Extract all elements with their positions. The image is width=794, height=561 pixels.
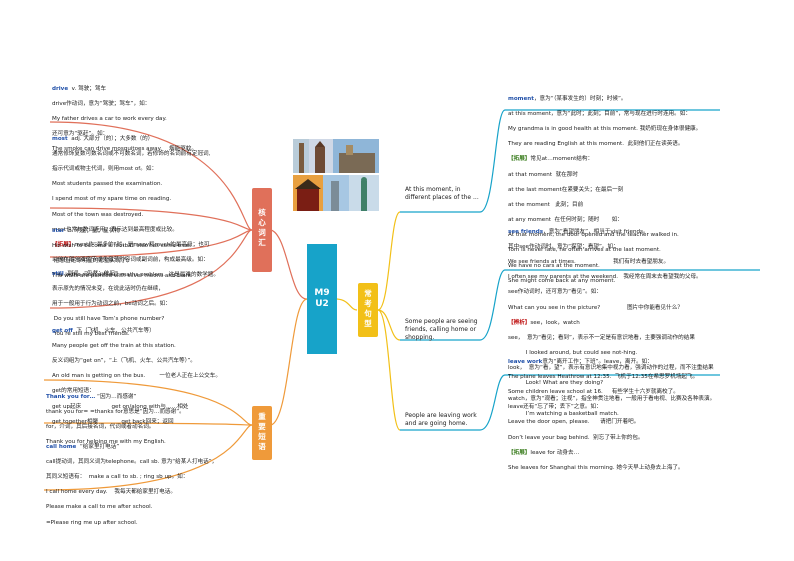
- note-keyword: get off: [52, 328, 73, 334]
- branch-char: 重: [252, 412, 272, 422]
- branch-char: 心: [252, 218, 272, 228]
- note-line: see作动词时，还可意为“看见”。如：: [508, 289, 715, 297]
- note-keyword-gloss: “因为…而感谢”: [95, 394, 136, 400]
- note-line: Most of the town was destroyed.: [52, 212, 219, 220]
- branch-char: 要: [252, 422, 272, 432]
- note-keyword: see friends: [508, 229, 543, 235]
- note-line: Some children leave school at 16. 有些学生十六…: [508, 389, 698, 397]
- note-line: 反义词组为“get on”，“上（飞机、火车、公共汽车等）”。: [52, 358, 221, 366]
- note-keyword-gloss: adj. 大部分（的）；大多数（的）: [68, 136, 154, 142]
- note-keyword-gloss: ，意为“（某事发生的）时刻；时候”。: [534, 96, 627, 102]
- note-line: Don’t leave your bag behind. 别忘了带上你的包。: [508, 435, 698, 443]
- note-line: What can you see in the picture? 图片中你能看见…: [508, 305, 715, 313]
- note-keyword: star: [52, 228, 65, 234]
- note-line: Please make a call to me after school.: [46, 504, 217, 512]
- note-line: The plane leaves Heathrow at 12:35. 飞机于1…: [508, 374, 698, 382]
- note-line: My father drives a car to work every day…: [52, 116, 197, 124]
- branch-char: 语: [252, 442, 272, 452]
- note-tag-text: leave for 动身去…: [530, 450, 579, 456]
- note-keyword-gloss: “给家里打电话”: [76, 444, 119, 450]
- branch-sentence-patterns[interactable]: 常 考 句 型: [358, 283, 378, 337]
- note-line: Most students passed the examination.: [52, 181, 219, 189]
- note-line: We see friends at times. 我们有时去看望朋友。: [508, 259, 715, 267]
- branch-key-phrases[interactable]: 重 要 短 语: [252, 406, 272, 460]
- note-line: 其同义短语有： make a call to sb. ; ring sb up。…: [46, 474, 217, 482]
- note-keyword-gloss: 副词，“仍然；依旧”: [64, 271, 118, 277]
- branch-char: 短: [252, 432, 272, 442]
- note-line: An old man is getting on the bus. 一位老人正在…: [52, 373, 221, 381]
- note-keyword-gloss: n. 明星；星；星状物: [65, 228, 120, 234]
- note-line: at that moment 就在那时: [508, 172, 701, 180]
- note-line: 其中see作动词时，意为“探望；看望”。如：: [508, 244, 715, 252]
- sentence-node-seeing-friends[interactable]: Some people are seeing friends, calling …: [405, 318, 487, 342]
- center-topic-node[interactable]: M9 U2: [307, 244, 337, 354]
- note-keyword-gloss: ，意为“看望朋友”，相当于visit friends。: [543, 229, 649, 235]
- note-line: I often see my parents at the weekend. 我…: [508, 274, 715, 282]
- note-keyword: call home: [46, 444, 76, 450]
- note-tag-text: see，look，watch: [530, 320, 579, 326]
- note-line: see， 意为“看见；看到”，表示不一定是有意识地看，主要强调动作的结果: [508, 335, 715, 343]
- branch-char: 型: [358, 319, 378, 329]
- note-line: His wish to become a football star has c…: [52, 243, 193, 251]
- note-call-home: call home “给家里打电话” call提动词，其同义词为telephon…: [46, 436, 217, 535]
- note-keyword: still: [52, 271, 64, 277]
- note-line: My grandma is in good health at this mom…: [508, 126, 701, 134]
- note-line: 表示原先的情况未变，在说此话时仍在继续，: [52, 286, 171, 294]
- note-tag: 【拓展】: [508, 450, 530, 456]
- branch-char: 句: [358, 309, 378, 319]
- branch-char: 核: [252, 208, 272, 218]
- note-keyword: drive: [52, 86, 68, 92]
- note-line: 通常修饰复数可数名词或不可数名词，若修饰的名词前有定冠词,: [52, 151, 219, 159]
- note-line: leave还有“忘了带；丢下”之意。如：: [508, 404, 698, 412]
- note-tag: 【拓展】: [508, 156, 530, 162]
- note-line: I call home every day. 我每天都给家里打电话。: [46, 489, 217, 497]
- sentence-node-leaving-work[interactable]: People are leaving work and are going ho…: [405, 412, 483, 428]
- sentence-node-at-this-moment[interactable]: At this moment, in different places of t…: [405, 186, 483, 202]
- note-line: She leaves for Shanghai this morning. 她今…: [508, 465, 698, 473]
- note-keyword: most: [52, 136, 68, 142]
- note-line: at the last moment在紧要关头；在最后一刻: [508, 187, 701, 195]
- note-tag: 【辨析】: [508, 320, 530, 326]
- note-line: thank you for= =thanks for意思是“因为…而感谢”。: [46, 409, 185, 417]
- note-line: 指示代词或物主代词，则用most of。如：: [52, 166, 219, 174]
- branch-char: 词: [252, 228, 272, 238]
- branch-core-vocabulary[interactable]: 核 心 词 汇: [252, 188, 272, 272]
- note-keyword: Thank you for…: [46, 394, 95, 400]
- note-line: drive作动词，意为“驾驶；驾车”，如：: [52, 101, 197, 109]
- note-line: for，介词，其后接名词，代词或者动名词。: [46, 424, 185, 432]
- note-line: Leave the door open, please. 请把门开着吧。: [508, 419, 698, 427]
- note-line: They are reading English at this moment.…: [508, 141, 701, 149]
- note-line: call提动词，其同义词为telephone。call sb. 意为“给某人打电…: [46, 459, 217, 467]
- note-line: =Please ring me up after school.: [46, 520, 217, 528]
- center-topic-line1: M9: [307, 288, 337, 299]
- note-line: at the moment 此刻；目前: [508, 202, 701, 210]
- note-line: I spend most of my spare time on reading…: [52, 196, 219, 204]
- note-keyword-gloss: 下（飞机、火车、公共汽车等）: [73, 328, 155, 334]
- note-keyword-gloss: 意为“离开工作；下班”。leave，离开。如：: [542, 359, 652, 365]
- note-line: 用于一般用于行为动词之前，be动词之后。如：: [52, 301, 171, 309]
- branch-char: 常: [358, 289, 378, 299]
- note-line: at this moment，意为“此时；此刻；目前”，常与现在进行时连用。如：: [508, 111, 701, 119]
- note-tag-text: 常见at…moment结构：: [530, 156, 593, 162]
- note-line: Many people get off the train at this st…: [52, 343, 221, 351]
- branch-char: 考: [358, 299, 378, 309]
- city-photo-collage: [293, 139, 379, 211]
- note-leave-work: leave work意为“离开工作；下班”。leave，离开。如： The pl…: [508, 351, 698, 480]
- note-keyword: moment: [508, 96, 534, 102]
- center-topic-line2: U2: [307, 299, 337, 310]
- note-keyword: leave work: [508, 359, 542, 365]
- note-keyword-gloss: v. 驾驶；驾车: [68, 86, 106, 92]
- branch-char: 汇: [252, 238, 272, 248]
